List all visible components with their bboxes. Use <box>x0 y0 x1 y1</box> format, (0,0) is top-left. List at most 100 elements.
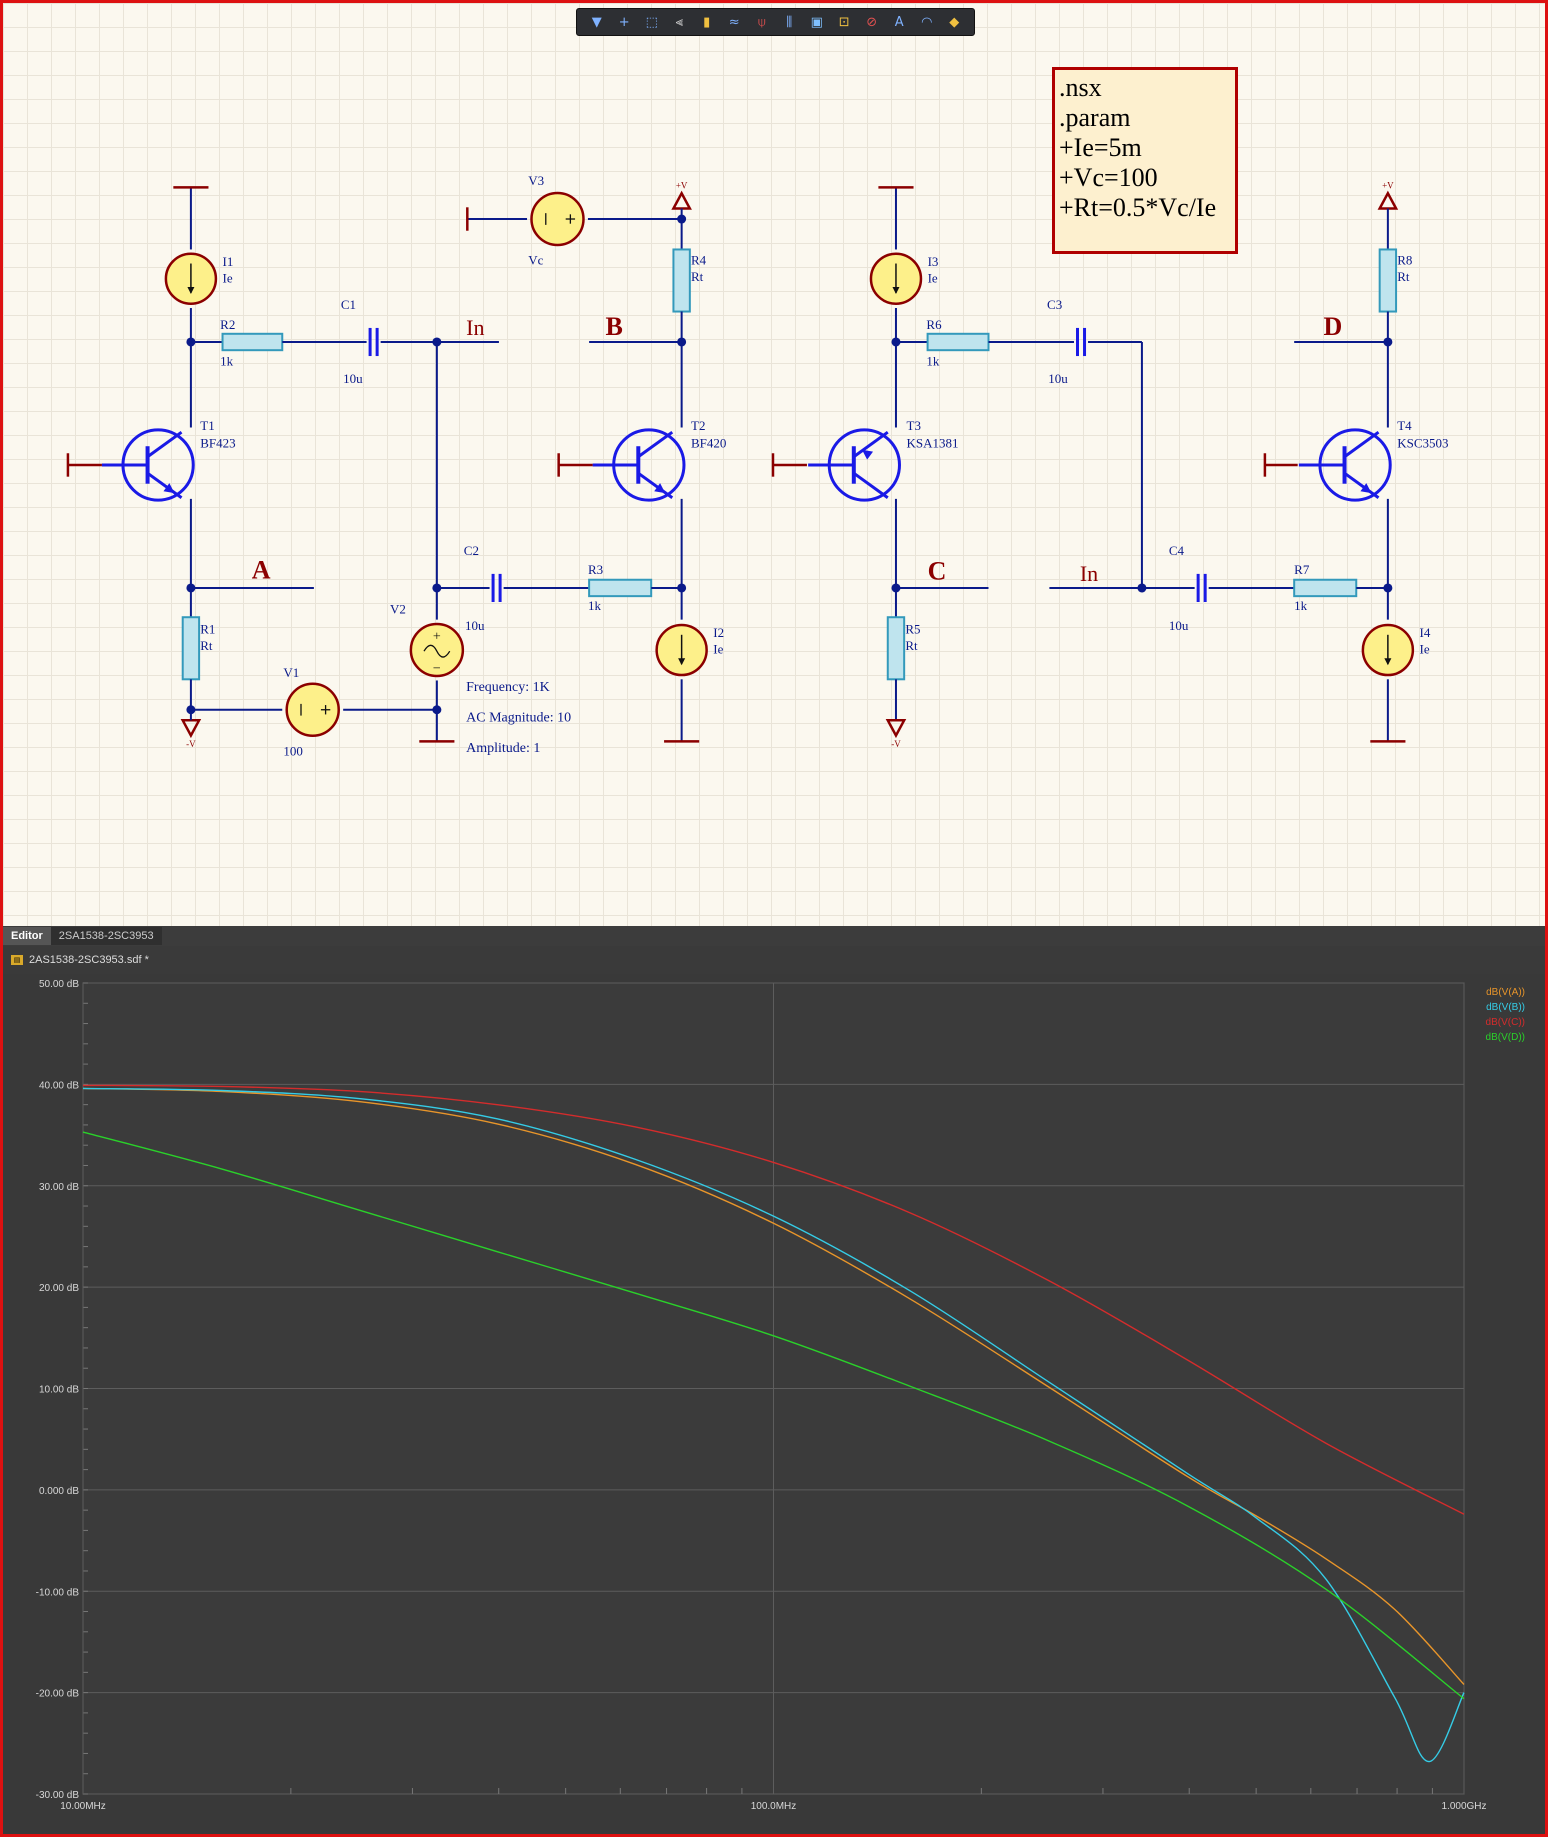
schematic-label: A <box>252 556 271 585</box>
resistor <box>672 248 691 313</box>
series-line-dB(V(C))[interactable] <box>82 1084 1465 1515</box>
component-icon[interactable]: ▮ <box>703 14 711 30</box>
emitter-arrow <box>654 483 666 494</box>
tab-2sa1538-2sc3953[interactable]: 2SA1538-2SC3953 <box>50 927 162 945</box>
schematic-label: 100 <box>283 743 303 758</box>
resistor <box>1293 578 1358 598</box>
text-icon[interactable]: A <box>894 14 904 30</box>
tab-editor[interactable]: Editor <box>3 927 51 945</box>
schematic-label: I1 <box>223 254 234 269</box>
select-rect-icon[interactable]: ⬚ <box>645 14 658 30</box>
schematic-label: R7 <box>1294 562 1310 577</box>
sdf-file-icon: ▤ <box>11 955 23 965</box>
align-icon[interactable]: ⫷ <box>675 14 683 30</box>
schematic-label: 1k <box>1294 598 1308 613</box>
series-line-dB(V(D))[interactable] <box>82 1131 1465 1700</box>
schematic-label: In <box>466 315 484 340</box>
netlist-line: .nsx <box>1059 73 1102 102</box>
schematic-toolbar: ▼ + ⬚ ⫷ ▮ ≈ ⍦ ⫼ ▣ ⊡ ⊘ A ◠ ◆ <box>576 8 975 36</box>
vplus-power-port: +V <box>671 181 692 210</box>
power-arrow <box>671 190 692 210</box>
schematic-label: − <box>433 661 441 676</box>
schematic-label: Ie <box>713 642 723 657</box>
current-arrow <box>187 286 195 294</box>
schematic-label: + <box>433 630 441 645</box>
schematic-label: Ie <box>928 270 938 285</box>
voltage-source <box>530 191 585 247</box>
schematic-label: R8 <box>1397 253 1412 268</box>
power-label: -V <box>186 739 196 749</box>
y-tick-label: 40.00 dB <box>39 1080 79 1091</box>
schematic-label: R1 <box>200 622 215 637</box>
y-tick-label: -20.00 dB <box>36 1689 80 1700</box>
legend-entry[interactable]: dB(V(D)) <box>1486 1032 1525 1043</box>
power-label: +V <box>676 181 688 191</box>
transistor-lead <box>637 430 674 458</box>
legend-entry[interactable]: dB(V(B)) <box>1486 1002 1525 1013</box>
schematic-label: 1k <box>588 598 602 613</box>
resistor <box>886 616 906 681</box>
power-arrow <box>180 719 202 739</box>
schematic-label: In <box>1080 561 1098 586</box>
schematic-label: R5 <box>905 622 920 637</box>
vplus-power-port: +V <box>1377 181 1399 210</box>
legend-entry[interactable]: dB(V(C)) <box>1486 1017 1525 1028</box>
no-erc-icon[interactable]: ⊘ <box>866 14 878 30</box>
document-name[interactable]: 2AS1538-2SC3953.sdf * <box>29 954 149 966</box>
transistor-lead <box>1343 471 1380 499</box>
transistor-lead <box>852 471 889 499</box>
probe-icon[interactable]: ◆ <box>949 14 960 30</box>
move-icon[interactable]: + <box>618 14 630 30</box>
schematic-label: R6 <box>926 317 942 332</box>
netlist-line: +Vc=100 <box>1059 163 1158 192</box>
schematic-label: AC Magnitude: 10 <box>466 710 571 725</box>
schematic-label: R3 <box>588 562 603 577</box>
filter-icon[interactable]: ▼ <box>591 14 602 30</box>
arc-icon[interactable]: ◠ <box>921 14 933 30</box>
schematic-label: 1k <box>926 353 940 368</box>
junction-dot <box>1137 583 1147 593</box>
schematic-label: I4 <box>1419 625 1430 640</box>
schematic-label: T3 <box>907 418 921 433</box>
schematic-label: 10u <box>465 618 485 633</box>
schematic-label: Amplitude: 1 <box>466 741 540 756</box>
series-line-dB(V(B))[interactable] <box>82 1087 1465 1763</box>
resistor <box>588 578 653 598</box>
port-icon[interactable]: ⊡ <box>838 14 850 30</box>
schematic-label: I3 <box>928 254 939 269</box>
schematic-label: Frequency: 1K <box>466 680 550 695</box>
resistor <box>1378 248 1398 313</box>
vminus-power-port: -V <box>885 719 907 749</box>
legend-entry[interactable]: dB(V(A)) <box>1486 987 1525 998</box>
y-tick-label: 50.00 dB <box>39 979 79 990</box>
schematic-label: Rt <box>691 269 704 284</box>
schematic-label: Vc <box>528 253 543 268</box>
power-port-icon[interactable]: ⍦ <box>757 14 766 30</box>
schematic-label: T2 <box>691 418 705 433</box>
bus-icon[interactable]: ⫼ <box>786 14 793 30</box>
power-label: -V <box>891 739 901 749</box>
netlist-note[interactable]: .nsx .param +Ie=5m +Vc=100 +Rt=0.5*Vc/Ie <box>1052 67 1238 254</box>
power-label: +V <box>1382 181 1394 191</box>
schematic-label: R4 <box>691 253 707 268</box>
vminus-power-port: -V <box>180 719 202 749</box>
schematic-label: Rt <box>1397 269 1410 284</box>
schematic-label: R2 <box>220 317 235 332</box>
resistor <box>181 616 201 681</box>
schematic-label: C1 <box>341 297 356 312</box>
schematic-label: C3 <box>1047 297 1062 312</box>
document-bar: ▤ 2AS1538-2SC3953.sdf * <box>3 946 1545 974</box>
harness-icon[interactable]: ▣ <box>810 14 823 30</box>
series-line-dB(V(A))[interactable] <box>82 1087 1465 1685</box>
schematic-drawing: I1IeR21kC110uInT1BF423AR1Rt-VV1100C210uR… <box>66 173 1449 758</box>
y-tick-label: -30.00 dB <box>36 1790 80 1801</box>
schematic-label: Ie <box>1419 642 1429 657</box>
wire-icon[interactable]: ≈ <box>728 14 740 30</box>
y-tick-label: 10.00 dB <box>39 1385 79 1396</box>
x-tick-label: 100.0MHz <box>751 1801 797 1812</box>
schematic-label: T4 <box>1397 418 1412 433</box>
